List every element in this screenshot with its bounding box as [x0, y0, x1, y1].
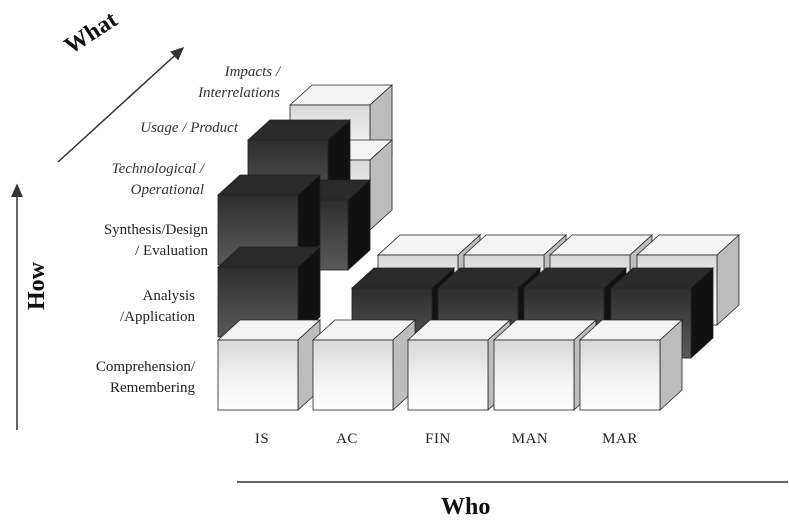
cube-front-comprehension-1 — [311, 319, 417, 411]
column-label-mar: MAR — [602, 431, 638, 447]
cube-is-comprehension — [216, 319, 322, 411]
who-axis-title: Who — [441, 494, 491, 520]
what-label-usage: Usage / Product — [140, 120, 238, 136]
cube-grid — [216, 84, 741, 411]
cube-front-comprehension-2 — [406, 319, 512, 411]
how-label-comprehension: Comprehension/Remembering — [95, 359, 195, 396]
how-axis-title: How — [24, 262, 50, 310]
column-label-man: MAN — [511, 431, 549, 447]
what-label-impacts: Impacts /Interrelations — [198, 64, 280, 101]
column-label-is: IS — [254, 431, 270, 447]
column-label-ac: AC — [336, 431, 358, 447]
cube-is-synthesis — [216, 174, 322, 266]
what-label-technological: Technological /Operational — [111, 161, 204, 198]
cube-is-analysis — [216, 246, 322, 338]
cube-front-comprehension-4 — [578, 319, 684, 411]
what-axis-arrow — [57, 46, 185, 163]
how-label-synthesis: Synthesis/Design/ Evaluation — [103, 222, 208, 259]
how-label-analysis: Analysis/Application — [120, 288, 195, 325]
column-label-fin: FIN — [425, 431, 451, 447]
